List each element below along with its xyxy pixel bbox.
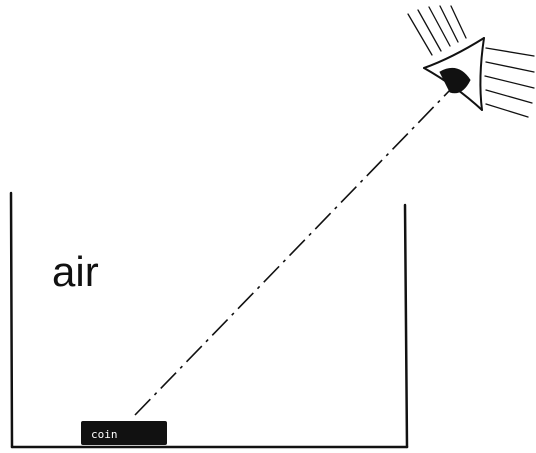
eye-lid-upper: [423, 37, 485, 69]
container-left-wall: [9, 191, 14, 449]
medium-label: air: [52, 248, 99, 295]
container-right-wall: [403, 203, 409, 449]
light-ray: [134, 87, 453, 416]
eye-lid-lower: [479, 37, 485, 111]
eyelashes-right: [484, 47, 535, 118]
eyelashes-upper: [407, 5, 467, 56]
coin-label: coin: [91, 428, 118, 441]
eye-pupil: [439, 67, 471, 94]
coin-icon: coin: [81, 421, 167, 445]
container-outline: [9, 191, 409, 449]
coin-block: [81, 421, 167, 445]
eye-icon: [407, 5, 535, 118]
